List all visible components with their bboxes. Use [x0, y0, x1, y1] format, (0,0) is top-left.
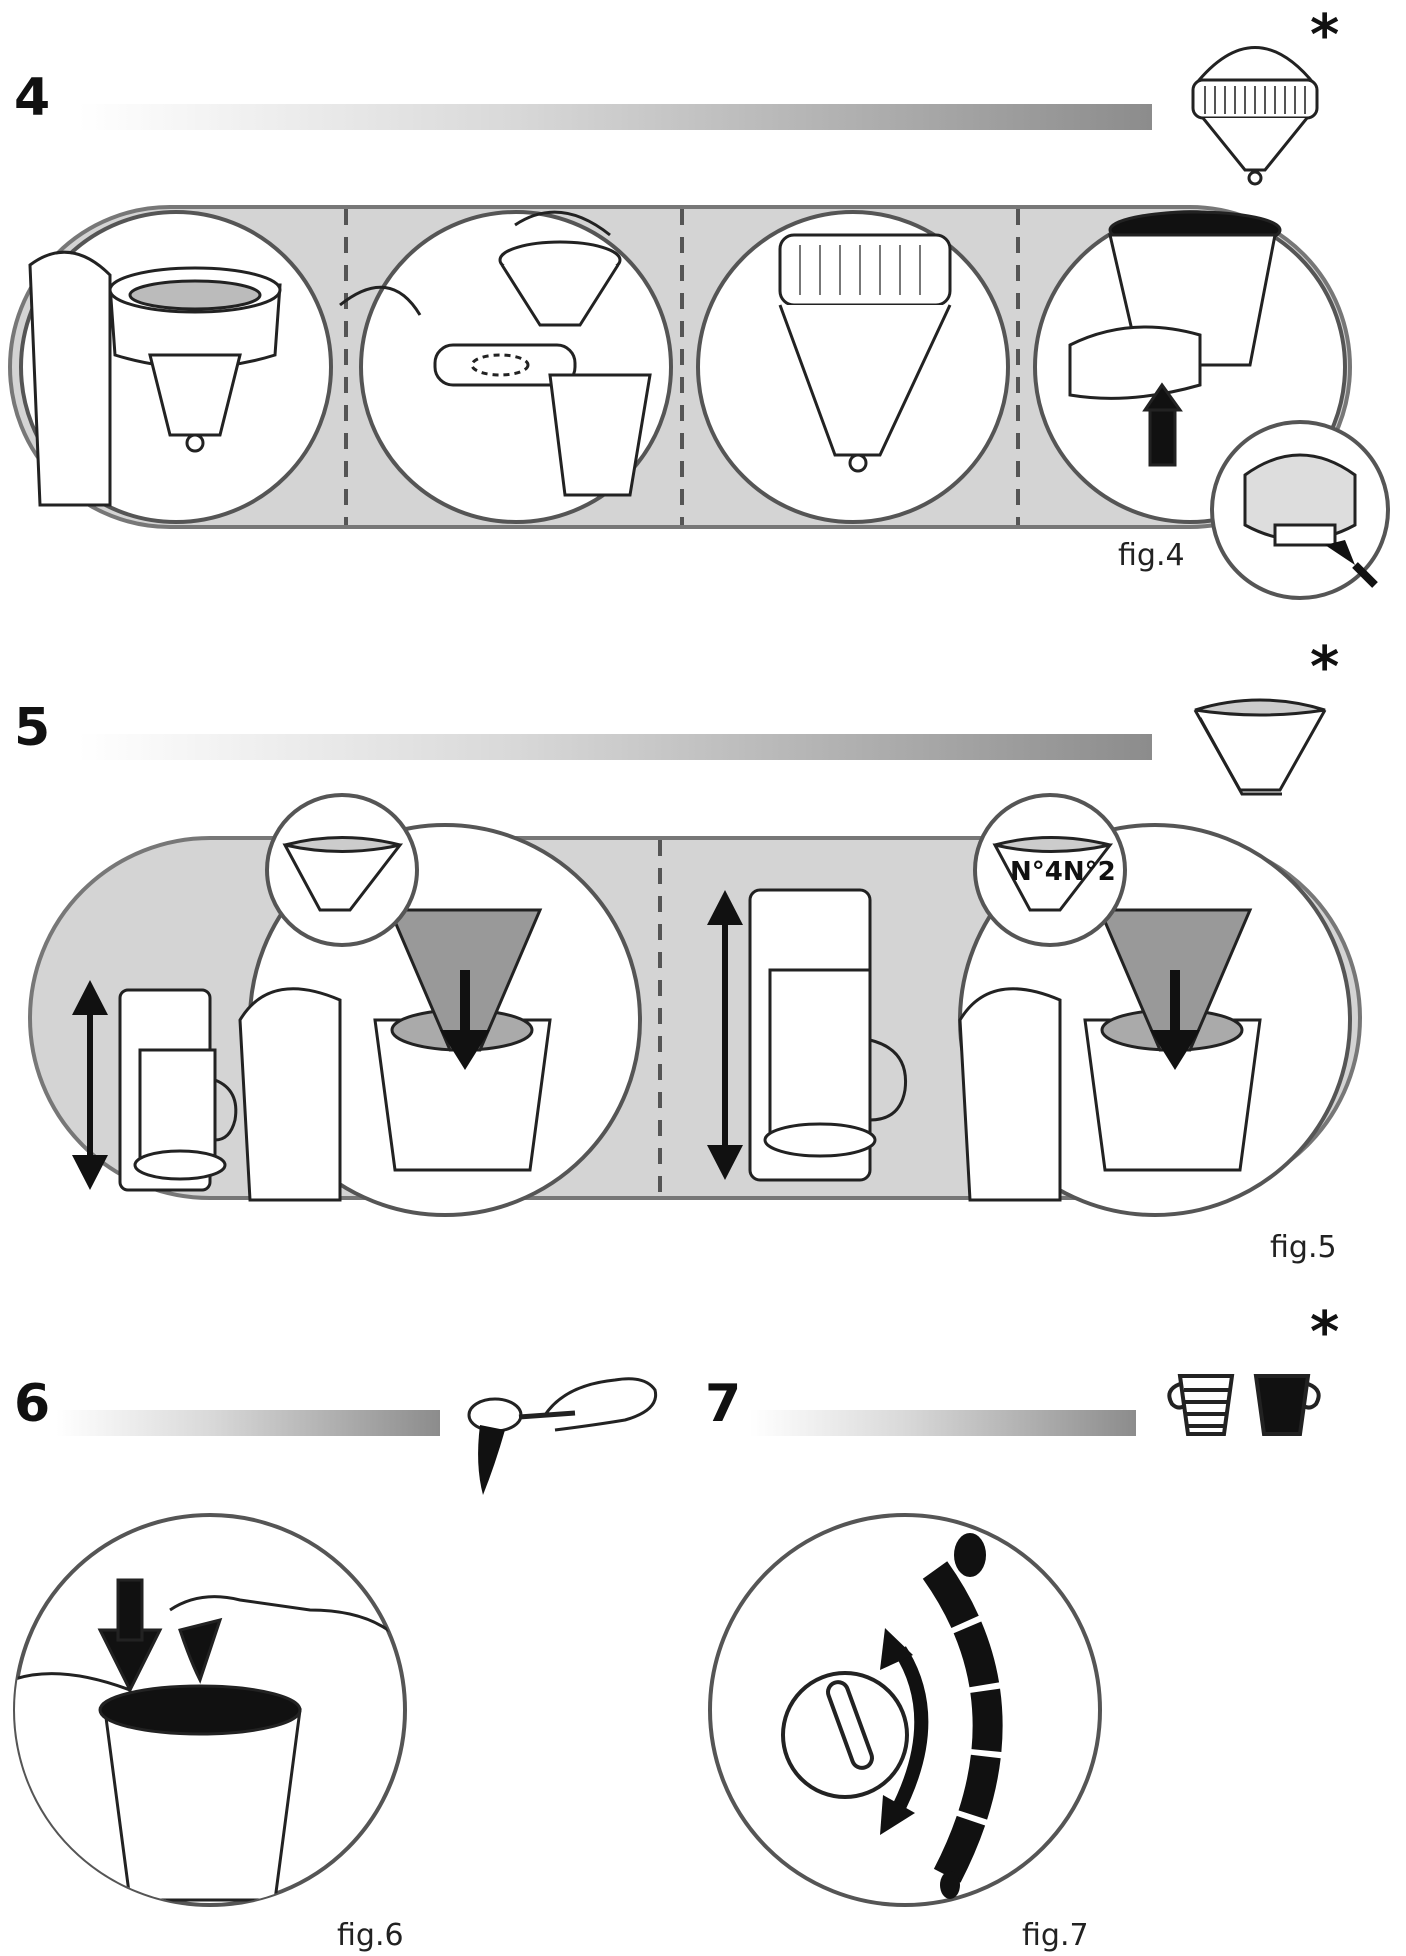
strong-cup-icon	[1248, 1370, 1328, 1442]
step-7-circle	[705, 1510, 1105, 1910]
step-5-panel	[10, 780, 1350, 1240]
step-4-progress-bar	[78, 104, 1152, 130]
optional-marker-5: *	[1310, 640, 1339, 696]
filter-size-label: N°4N°2	[1010, 857, 1116, 887]
step-7-progress-bar	[750, 1410, 1136, 1436]
step-number-4: 4	[14, 72, 50, 124]
figure-label-4: fig.4	[1118, 538, 1185, 573]
figure-label-6: fig.6	[337, 1918, 404, 1953]
detail-zoom-circle	[1205, 415, 1395, 605]
step-number-7: 7	[705, 1378, 741, 1430]
step-6-circle	[10, 1510, 410, 1910]
coffee-spoon-icon	[455, 1335, 665, 1505]
step-5-progress-bar	[78, 734, 1152, 760]
mild-cup-icon	[1162, 1370, 1242, 1442]
figure-label-5: fig.5	[1270, 1230, 1337, 1265]
step-6-progress-bar	[56, 1410, 440, 1436]
figure-label-7: fig.7	[1022, 1918, 1089, 1953]
step-number-5: 5	[14, 702, 50, 754]
filter-basket-icon	[1185, 30, 1325, 190]
step-number-6: 6	[14, 1378, 50, 1430]
optional-marker-7: *	[1310, 1305, 1339, 1361]
